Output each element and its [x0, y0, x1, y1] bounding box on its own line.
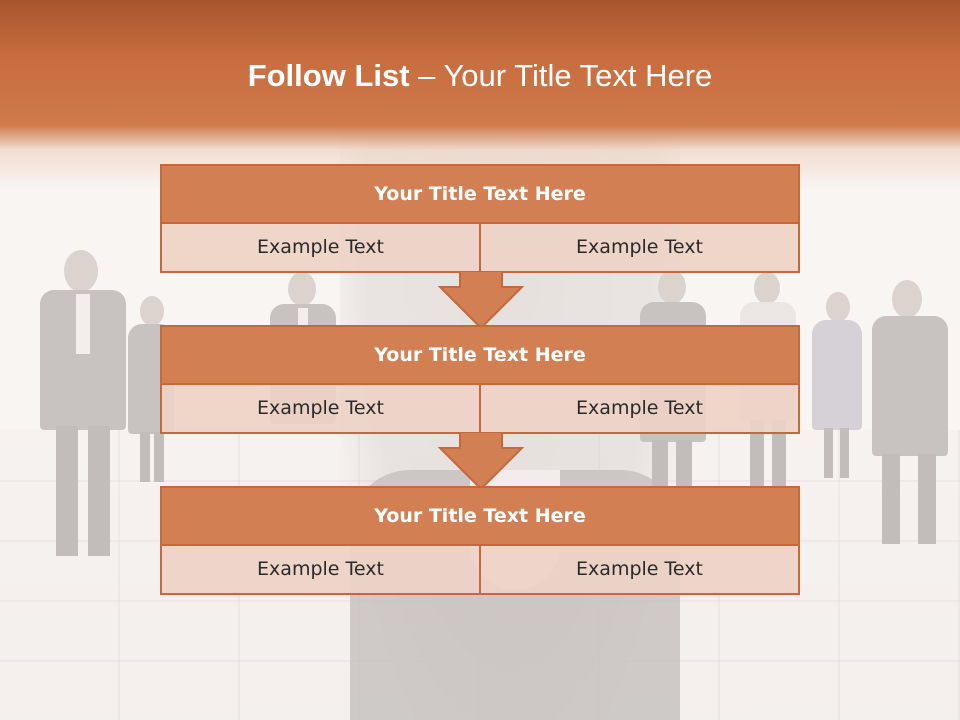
step-row: Example Text Example Text [162, 546, 798, 593]
down-arrow-icon [438, 432, 524, 490]
title-band [0, 0, 960, 190]
slide-title-bold: Follow List [247, 58, 410, 93]
step-cell-left: Example Text [162, 385, 479, 432]
slide-title-rest: – Your Title Text Here [409, 58, 713, 93]
step-cell-right: Example Text [479, 385, 798, 432]
follow-step-1: Your Title Text Here Example Text Exampl… [160, 164, 800, 273]
step-cell-left: Example Text [162, 546, 479, 593]
step-title: Your Title Text Here [162, 327, 798, 385]
step-row: Example Text Example Text [162, 385, 798, 432]
down-arrow-icon [438, 271, 524, 329]
slide-title: Follow List – Your Title Text Here [0, 52, 960, 100]
follow-step-2: Your Title Text Here Example Text Exampl… [160, 325, 800, 434]
follow-step-3: Your Title Text Here Example Text Exampl… [160, 486, 800, 595]
step-cell-left: Example Text [162, 224, 479, 271]
step-cell-right: Example Text [479, 546, 798, 593]
step-title: Your Title Text Here [162, 488, 798, 546]
step-row: Example Text Example Text [162, 224, 798, 271]
step-cell-right: Example Text [479, 224, 798, 271]
step-title: Your Title Text Here [162, 166, 798, 224]
